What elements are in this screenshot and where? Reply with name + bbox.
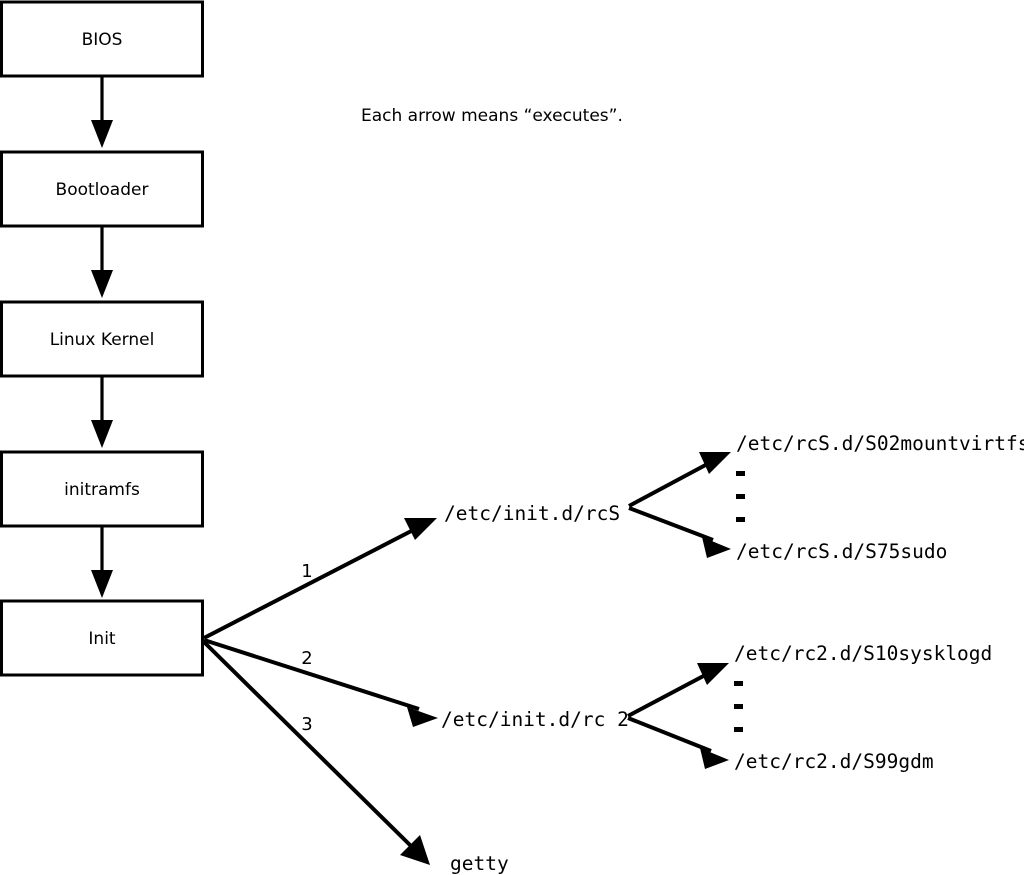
arrow-init-branch-2: 2 — [203, 638, 438, 727]
stage-label-init: Init — [88, 629, 116, 649]
arrow-rc2-to-last-script — [627, 716, 729, 769]
stage-label-kernel: Linux Kernel — [50, 330, 155, 350]
branch-number-3: 3 — [301, 714, 312, 735]
arrow-head-icon — [407, 707, 438, 727]
branch-number-2: 2 — [301, 648, 312, 669]
arrow-head-icon — [91, 570, 113, 598]
rc2-ellipsis — [734, 681, 743, 732]
rcs-ellipsis — [736, 471, 745, 522]
arrow-head-icon — [697, 663, 729, 685]
arrow-head-icon — [400, 835, 430, 865]
stage-node-bootloader: Bootloader — [0, 150, 204, 228]
ellipsis-dash-icon — [734, 727, 743, 732]
arrow-bios-to-bootloader — [91, 76, 113, 148]
arrow-head-icon — [404, 518, 437, 540]
arrow-head-icon — [91, 120, 113, 148]
arrow-rcs-to-first-script — [628, 452, 731, 508]
stage-label-initramfs: initramfs — [64, 480, 140, 500]
rcs-script-first: /etc/rcS.d/S02mountvirtfs — [736, 432, 1024, 455]
arrow-init-branch-1: 1 — [203, 518, 437, 640]
stage-box-init — [0, 599, 204, 677]
stage-box-bootloader — [0, 150, 204, 228]
stage-node-kernel: Linux Kernel — [0, 300, 204, 378]
stage-label-bootloader: Bootloader — [56, 180, 149, 200]
stage-node-initramfs: initramfs — [0, 450, 204, 528]
rcs-script-last: /etc/rcS.d/S75sudo — [736, 540, 947, 563]
arrow-head-icon — [702, 537, 731, 558]
ellipsis-dash-icon — [736, 471, 745, 476]
arrow-head-icon — [91, 420, 113, 448]
stage-node-bios: BIOS — [0, 0, 204, 78]
arrow-initramfs-to-init — [91, 526, 113, 598]
arrow-kernel-to-initramfs — [91, 376, 113, 448]
arrow-head-icon — [91, 270, 113, 298]
branch-number-1: 1 — [301, 561, 312, 582]
stage-label-bios: BIOS — [82, 30, 123, 50]
arrow-rcs-to-last-script — [628, 506, 731, 558]
ellipsis-dash-icon — [736, 517, 745, 522]
arrow-head-icon — [700, 748, 729, 769]
arrow-head-icon — [699, 452, 731, 474]
arrow-init-branch-3: 3 — [202, 640, 430, 865]
ellipsis-dash-icon — [734, 681, 743, 686]
branch-label-getty: getty — [450, 852, 509, 875]
branch-label-rc2: /etc/init.d/rc 2 — [441, 708, 629, 731]
stage-box-bios — [0, 0, 204, 78]
ellipsis-dash-icon — [734, 704, 743, 709]
arrow-bootloader-to-kernel — [91, 226, 113, 298]
rc2-script-first: /etc/rc2.d/S10sysklogd — [734, 642, 992, 665]
stage-node-init: Init — [0, 599, 204, 677]
stage-box-kernel — [0, 300, 204, 378]
ellipsis-dash-icon — [736, 494, 745, 499]
rc2-script-last: /etc/rc2.d/S99gdm — [734, 750, 934, 773]
branch-label-rcs: /etc/init.d/rcS — [444, 502, 620, 525]
arrow-rc2-to-first-script — [627, 663, 729, 718]
legend-note: Each arrow means “executes”. — [361, 106, 623, 126]
